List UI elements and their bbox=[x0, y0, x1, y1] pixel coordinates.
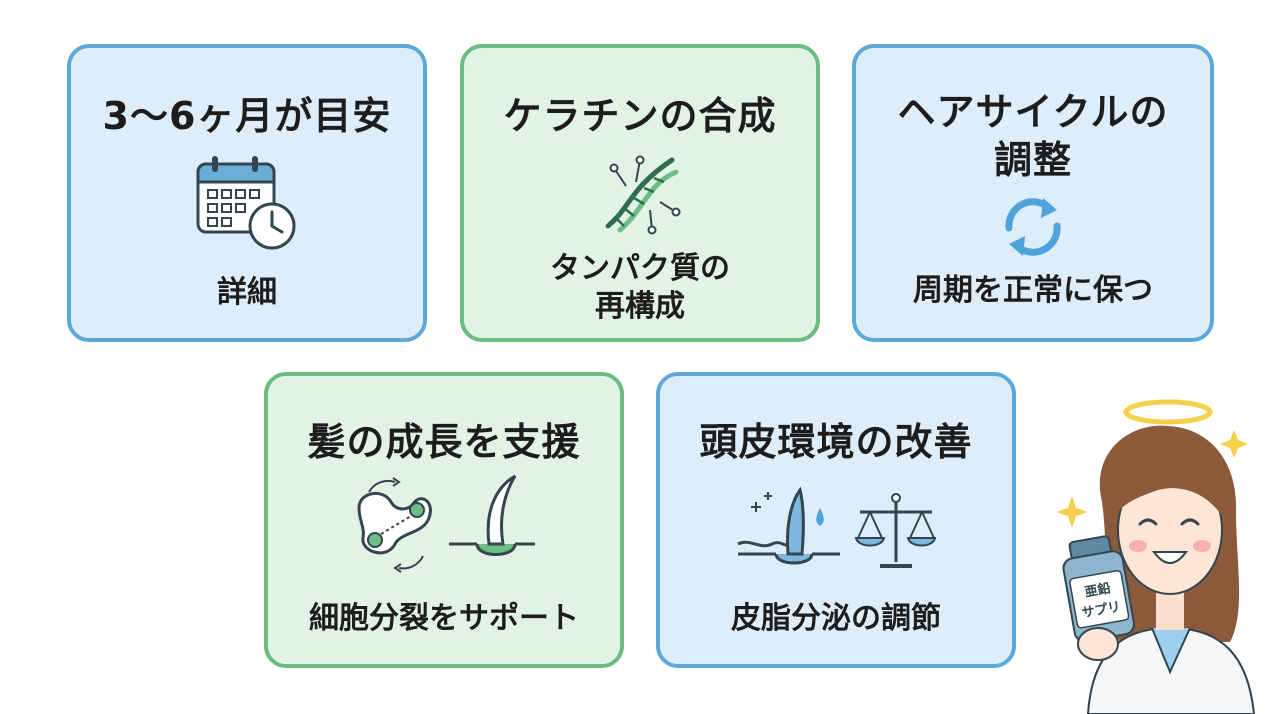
card-title: 頭皮環境の改善 bbox=[699, 420, 973, 464]
card-title-line: ヘアサイクルの bbox=[897, 90, 1169, 134]
calendar-clock-icon bbox=[196, 156, 296, 250]
scalp-balance-icon bbox=[737, 486, 936, 568]
card-subtitle: 細胞分裂をサポート bbox=[309, 601, 579, 636]
card-hair-growth: 髪の成長を支援 細胞分裂をサポート bbox=[264, 372, 624, 668]
card-hair-cycle: ヘアサイクルの 調整 周期を正常に保つ bbox=[852, 44, 1214, 342]
card-subtitle-line: 再構成 bbox=[595, 289, 685, 324]
dna-icon bbox=[605, 155, 681, 235]
card-subtitle: タンパク質の 再構成 bbox=[550, 250, 730, 326]
card-title: ヘアサイクルの 調整 bbox=[897, 88, 1168, 184]
card-keratin: ケラチンの合成 タンパク質の 再構成 bbox=[460, 44, 820, 342]
card-title: ケラチンの合成 bbox=[503, 94, 777, 138]
card-scalp: 頭皮環境の改善 皮脂分泌の調節 bbox=[656, 372, 1016, 668]
bottle-label-line: サプリ bbox=[1081, 600, 1122, 622]
card-subtitle: 周期を正常に保つ bbox=[913, 273, 1153, 308]
cell-division-hair-icon bbox=[357, 474, 535, 573]
card-subtitle: 詳細 bbox=[217, 275, 277, 310]
card-title-line: 調整 bbox=[993, 138, 1072, 182]
card-subtitle: 皮脂分泌の調節 bbox=[731, 601, 941, 636]
card-title: 髪の成長を支援 bbox=[307, 420, 581, 464]
card-subtitle-line: タンパク質の bbox=[550, 251, 730, 286]
cycle-arrows-icon bbox=[1005, 198, 1061, 256]
pharmacist-angel-icon: 亜鉛 サプリ bbox=[1056, 399, 1256, 714]
bottle-label-line: 亜鉛 bbox=[1083, 580, 1111, 600]
card-title: 3〜6ヶ月が目安 bbox=[102, 94, 392, 138]
card-duration: 3〜6ヶ月が目安 詳細 bbox=[67, 44, 427, 342]
